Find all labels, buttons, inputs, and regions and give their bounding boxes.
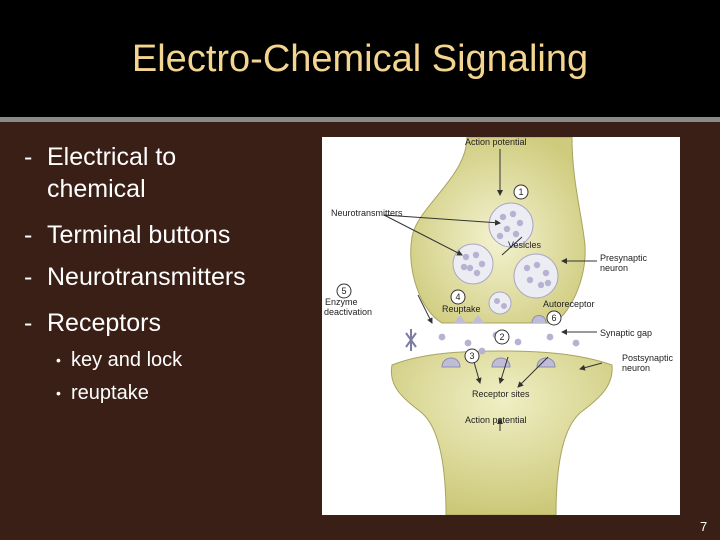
step-number: 3 [469,351,474,361]
label-synaptic-gap: Synaptic gap [600,328,652,338]
step-number: 5 [341,286,346,296]
arrow-receptor-sites-3 [517,356,549,388]
label-presynaptic: Presynaptic [600,253,648,263]
bullet-marker: - [24,263,33,291]
arrow-neurotransmitters-2 [383,214,501,226]
sub-bullet-text: key and lock [71,349,183,371]
postsynaptic-receptors [441,357,556,368]
arrow-receptor-sites-2 [498,356,509,384]
label-vesicles: Vesicles [508,240,542,250]
title-bar [0,0,720,117]
reuptake-channel [454,315,484,323]
vesicle-left [452,243,494,285]
label-enzyme: Enzyme [325,297,358,307]
slide-title: Electro-Chemical Signaling [131,38,589,80]
vesicle-releasing [488,291,512,315]
bullet-text: Neurotransmitters [47,263,246,291]
label-autoreceptor: Autoreceptor [543,299,595,309]
title-divider [0,117,720,122]
label-action-potential-bottom: Action potential [465,415,527,425]
label-neurotransmitters: Neurotransmitters [331,208,403,218]
label-neuron: neuron [600,263,628,273]
step-number: 2 [499,332,504,342]
label-deactivation: deactivation [324,307,372,317]
label-receptor-sites: Receptor sites [472,389,530,399]
bullet-text: Electrical to [47,143,177,171]
step-number: 6 [551,313,556,323]
arrow-neurotransmitters-1 [383,214,463,256]
synapse-figure: 1 2 3 4 5 6 Action potential Neurotransm… [322,136,680,516]
step-number: 4 [455,292,460,302]
bullet-text: chemical [47,175,146,203]
postsynaptic-dendrite [390,350,613,516]
bullet-marker: - [24,221,33,249]
synapse-diagram: 1 2 3 4 5 6 Action potential Neurotransm… [324,136,674,516]
bullet-marker: - [24,143,33,171]
label-action-potential-top: Action potential [465,137,527,147]
arrow-enzyme [417,294,433,324]
autoreceptor [531,315,547,324]
bullet-text: Receptors [47,309,161,337]
label-reuptake: Reuptake [442,304,481,314]
sub-bullet-marker: • [56,352,61,368]
step-number: 1 [518,187,523,197]
label-postsynaptic: Postsynaptic [622,353,674,363]
sub-bullet-text: reuptake [71,382,149,404]
enzyme-icon [405,329,417,351]
arrow-postsynaptic [579,362,603,371]
bullet-text: Terminal buttons [47,221,231,249]
bullet-marker: - [24,309,33,337]
arrow-vesicles [501,236,523,256]
vesicle-top [488,202,534,248]
label-postsynaptic-neuron: neuron [622,363,650,373]
vesicle-right [513,253,559,299]
slide-number: 7 [700,519,708,534]
sub-bullet-marker: • [56,385,61,401]
